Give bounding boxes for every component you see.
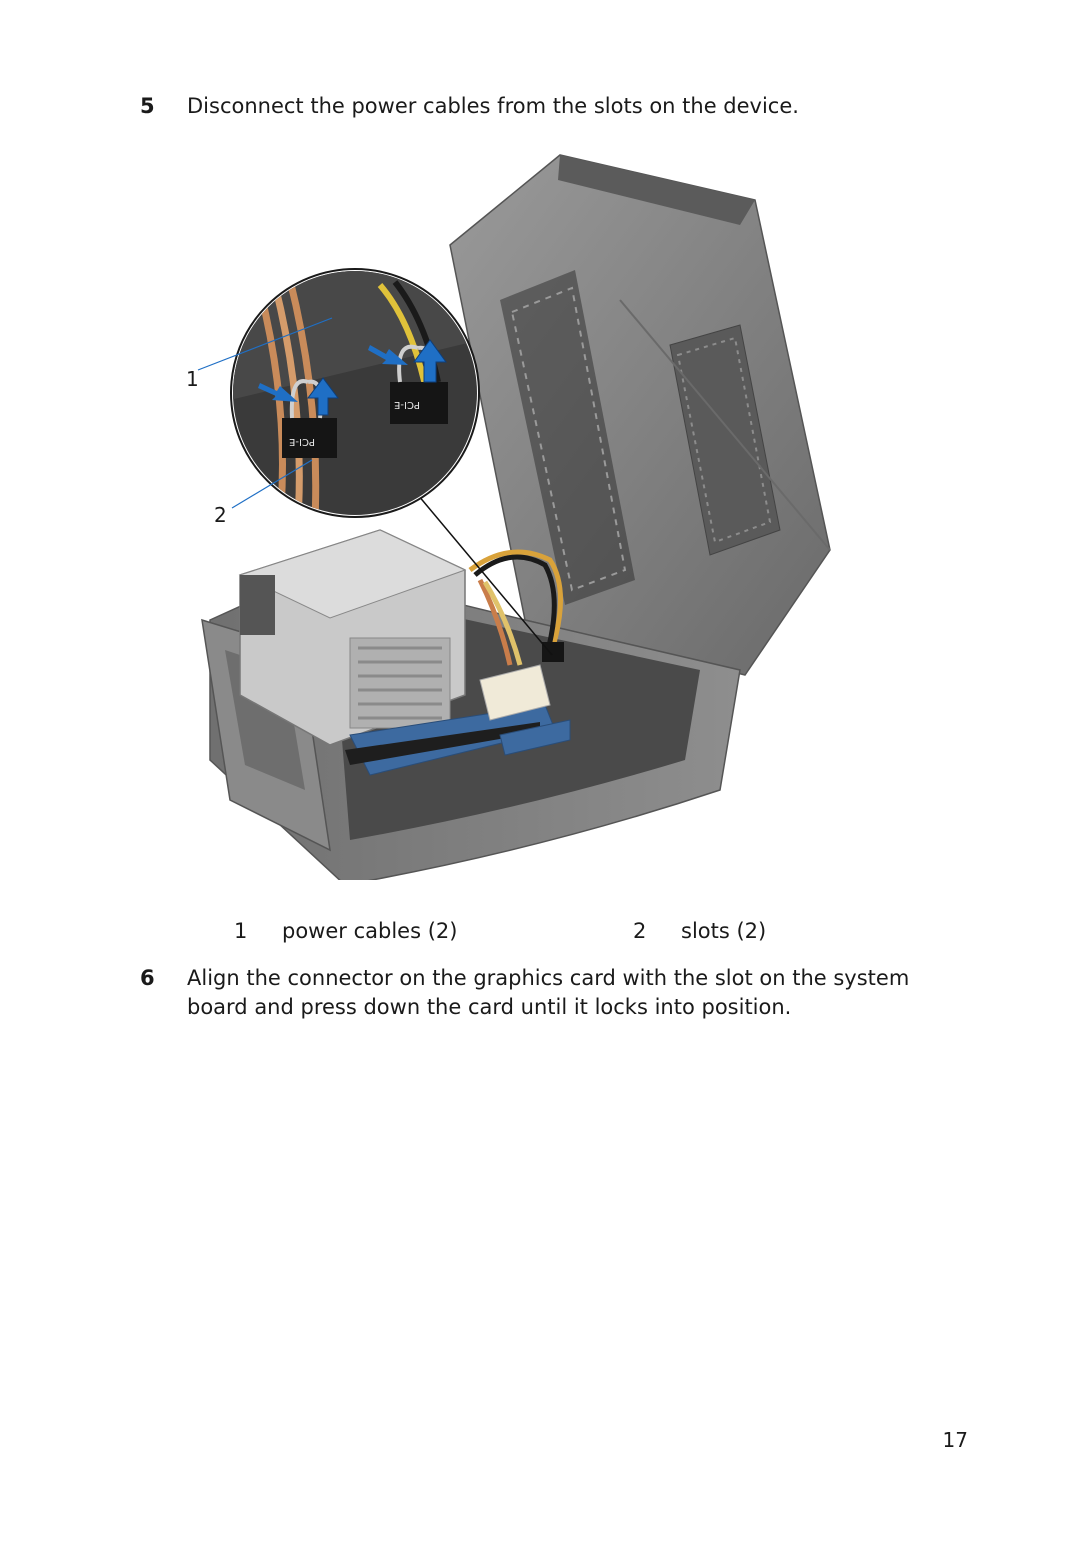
legend-number: 2 [633,919,647,943]
power-cables-bundle [468,549,564,666]
step-text: Align the connector on the graphics card… [187,966,910,1019]
connector-label: PCI-E [289,436,315,447]
power-supply-unit [238,529,467,746]
page-number: 17 [942,1428,968,1452]
step-number: 6 [140,966,155,990]
lift-arrow-icon [307,377,339,416]
chassis-lid [449,154,831,676]
lift-arrow-icon [413,339,447,383]
press-arrow-icon [368,345,408,365]
callout-2: 2 [214,503,227,527]
callout-1: 1 [186,367,199,391]
legend-label: slots (2) [681,919,767,943]
step-number: 5 [140,94,155,118]
device-illustration: PCI-E PCI-E 1 2 [180,150,840,886]
press-arrow-icon [258,383,298,402]
legend-label: power cables (2) [282,919,458,943]
connector-label: PCI-E [394,399,420,410]
zoom-leader-line [417,494,553,656]
connector-left [282,418,337,458]
callout-1-leader [197,317,333,371]
system-board [345,664,571,776]
zoom-detail: PCI-E PCI-E [230,268,480,518]
callout-2-leader [231,459,313,509]
step-text: Disconnect the power cables from the slo… [187,94,799,118]
connector-right [390,382,448,424]
device-illustration-svg: PCI-E PCI-E 1 2 [186,154,831,886]
legend-number: 1 [234,919,248,943]
